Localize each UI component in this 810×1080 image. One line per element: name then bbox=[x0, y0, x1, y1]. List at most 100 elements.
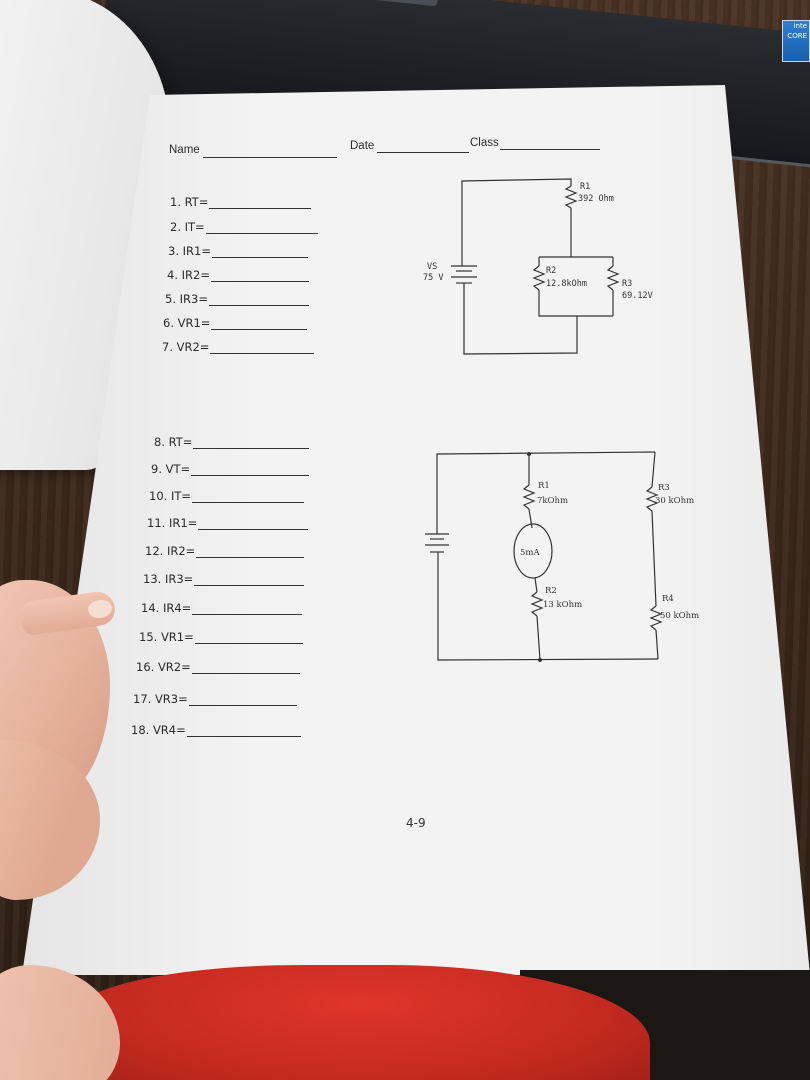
answer-blank bbox=[211, 328, 308, 330]
circuit-2-r3-value: 30 kOhm bbox=[655, 496, 694, 506]
circuit-1 bbox=[451, 178, 620, 355]
question-label: 5. IR3= bbox=[165, 292, 208, 306]
red-shirt bbox=[70, 965, 650, 1080]
current-source-label: 5mA bbox=[520, 548, 540, 558]
circuit-2-wire bbox=[651, 510, 657, 607]
answer-blank bbox=[208, 304, 309, 306]
question-row: 15. VR1= bbox=[139, 630, 303, 644]
current-source-symbol bbox=[513, 523, 553, 579]
question-row: 6. VR1= bbox=[163, 316, 308, 330]
circuit-node bbox=[538, 658, 542, 662]
question-label: 7. VR2= bbox=[162, 340, 210, 354]
answer-blank bbox=[194, 642, 303, 644]
answer-blank bbox=[210, 280, 309, 282]
circuit-1-r3-resistor bbox=[606, 265, 620, 291]
circuit-1-r2-value: 12.8kOhm bbox=[546, 279, 587, 289]
date-blank bbox=[377, 152, 469, 153]
circuit-2-wire bbox=[528, 508, 533, 529]
question-row: 12. IR2= bbox=[145, 544, 305, 558]
question-row: 1. RT= bbox=[170, 195, 312, 209]
circuit-2-r1-resistor bbox=[522, 484, 536, 510]
answer-blank bbox=[192, 613, 303, 615]
circuit-2-r3-resistor bbox=[645, 486, 659, 512]
circuit-1-source-name: VS bbox=[427, 262, 437, 272]
question-row: 11. IR1= bbox=[147, 516, 309, 530]
name-blank bbox=[203, 157, 337, 158]
question-label: 15. VR1= bbox=[139, 630, 194, 644]
question-label: 9. VT= bbox=[151, 462, 191, 476]
question-row: 14. IR4= bbox=[141, 601, 303, 615]
question-row: 8. RT= bbox=[154, 435, 310, 449]
circuit-2-r4-resistor bbox=[649, 605, 663, 631]
question-label: 10. IT= bbox=[149, 489, 191, 503]
answer-blank bbox=[192, 501, 304, 503]
circuit-2-wire bbox=[436, 451, 656, 534]
question-label: 6. VR1= bbox=[163, 316, 211, 330]
question-label: 2. IT= bbox=[170, 220, 205, 234]
question-row: 3. IR1= bbox=[168, 244, 308, 258]
answer-blank bbox=[209, 207, 312, 209]
question-label: 16. VR2= bbox=[136, 660, 191, 674]
circuit-2-r3-name: R3 bbox=[658, 483, 670, 493]
question-row: 18. VR4= bbox=[131, 723, 301, 737]
answer-blank bbox=[191, 474, 310, 476]
class-blank bbox=[500, 149, 600, 150]
name-label: Name bbox=[169, 144, 200, 156]
date-label: Date bbox=[350, 140, 375, 152]
circuit-node bbox=[527, 452, 531, 456]
question-label: 14. IR4= bbox=[141, 601, 192, 615]
question-label: 12. IR2= bbox=[145, 544, 196, 558]
question-row: 7. VR2= bbox=[162, 340, 315, 354]
circuit-2-r2-resistor bbox=[530, 591, 544, 617]
answer-blank bbox=[196, 556, 305, 558]
circuit-2 bbox=[425, 451, 663, 661]
question-label: 3. IR1= bbox=[168, 244, 211, 258]
answer-blank bbox=[186, 735, 301, 737]
answer-blank bbox=[205, 232, 318, 234]
worksheet-paper bbox=[22, 85, 810, 975]
question-label: 17. VR3= bbox=[133, 692, 188, 706]
circuit-1-r2-resistor bbox=[532, 265, 546, 291]
circuit-2-r4-value: 50 kOhm bbox=[660, 611, 699, 621]
circuit-2-r2-name: R2 bbox=[545, 586, 557, 596]
circuit-1-r3-name: R3 bbox=[622, 279, 632, 289]
question-row: 13. IR3= bbox=[143, 572, 305, 586]
answer-blank bbox=[198, 528, 309, 530]
question-label: 8. RT= bbox=[154, 435, 193, 449]
circuit-1-wire bbox=[538, 290, 613, 317]
circuit-2-r1-name: R1 bbox=[538, 481, 550, 491]
question-label: 4. IR2= bbox=[167, 268, 210, 282]
circuit-1-wire bbox=[461, 178, 572, 262]
question-row: 17. VR3= bbox=[133, 692, 297, 706]
circuit-1-r1-value: 392 Ohm bbox=[578, 194, 614, 204]
circuit-1-source-value: 75 V bbox=[423, 273, 443, 283]
question-row: 10. IT= bbox=[149, 489, 304, 503]
question-label: 1. RT= bbox=[170, 195, 209, 209]
class-label: Class bbox=[470, 137, 499, 149]
question-row: 16. VR2= bbox=[136, 660, 300, 674]
intel-sticker-text: inte CORE bbox=[787, 22, 807, 40]
circuit-2-r2-value: 13 kOhm bbox=[543, 600, 582, 610]
circuit-2-wire bbox=[651, 451, 656, 488]
circuit-1-r3-value: 69.12V bbox=[622, 291, 653, 301]
circuit-2-wire bbox=[437, 552, 659, 661]
answer-blank bbox=[210, 352, 315, 354]
question-label: 18. VR4= bbox=[131, 723, 186, 737]
circuit-2-wire bbox=[534, 577, 538, 593]
question-label: 13. IR3= bbox=[143, 572, 194, 586]
question-label: 11. IR1= bbox=[147, 516, 198, 530]
question-row: 2. IT= bbox=[170, 220, 318, 234]
circuit-2-r1-value: 7kOhm bbox=[537, 496, 568, 506]
circuit-1-r1-name: R1 bbox=[580, 182, 590, 192]
page-number: 4-9 bbox=[406, 816, 426, 830]
circuit-1-r2-name: R2 bbox=[546, 266, 556, 276]
answer-blank bbox=[193, 447, 310, 449]
answer-blank bbox=[211, 256, 308, 258]
question-row: 5. IR3= bbox=[165, 292, 309, 306]
circuit-2-wire bbox=[536, 615, 541, 661]
intel-sticker: inte CORE bbox=[782, 20, 810, 62]
circuit-2-r4-name: R4 bbox=[662, 594, 674, 604]
circuit-1-wire bbox=[463, 291, 578, 355]
